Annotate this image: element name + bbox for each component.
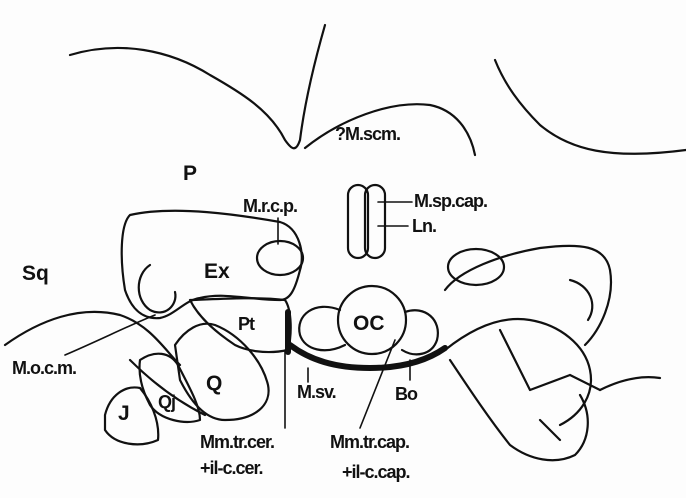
jugal-shape xyxy=(105,387,158,444)
label-il-c-cer: +il-c.cer. xyxy=(200,458,263,478)
label-mm-tr-cap: Mm.tr.cap. xyxy=(330,432,409,452)
label-p: P xyxy=(183,162,197,185)
label-j: J xyxy=(118,402,130,425)
label-mm-tr-cer: Mm.tr.cer. xyxy=(200,432,274,452)
notch-curve xyxy=(139,265,176,312)
label-il-c-cap: +il-c.cap. xyxy=(342,462,410,482)
label-oc: OC xyxy=(353,312,385,335)
label-m-ocm: M.o.c.m. xyxy=(12,358,76,378)
label-bo: Bo xyxy=(395,384,418,404)
label-q: Q xyxy=(206,372,222,395)
right-curve xyxy=(570,280,592,320)
label-m-scm: ?M.scm. xyxy=(335,124,400,144)
label-m-rcp: M.r.c.p. xyxy=(243,196,297,216)
label-sq: Sq xyxy=(22,262,49,285)
right-lines xyxy=(500,330,600,440)
basioccipital-right xyxy=(445,319,591,425)
skull-outline-right xyxy=(495,60,686,154)
label-ex: Ex xyxy=(204,260,230,283)
m-rcp-ellipse xyxy=(257,241,303,275)
right-tail xyxy=(600,377,660,390)
m-ocm-leader xyxy=(65,315,155,355)
right-plate xyxy=(445,246,611,345)
label-m-sp-cap: M.sp.cap. xyxy=(414,191,487,211)
oc-right-lobe xyxy=(402,310,438,354)
label-m-sv: M.sv. xyxy=(297,382,336,402)
skull-outline-left xyxy=(70,25,325,148)
label-pt: Pt xyxy=(238,314,255,334)
label-ln: Ln. xyxy=(412,216,436,236)
label-qj: Qj xyxy=(158,392,175,412)
